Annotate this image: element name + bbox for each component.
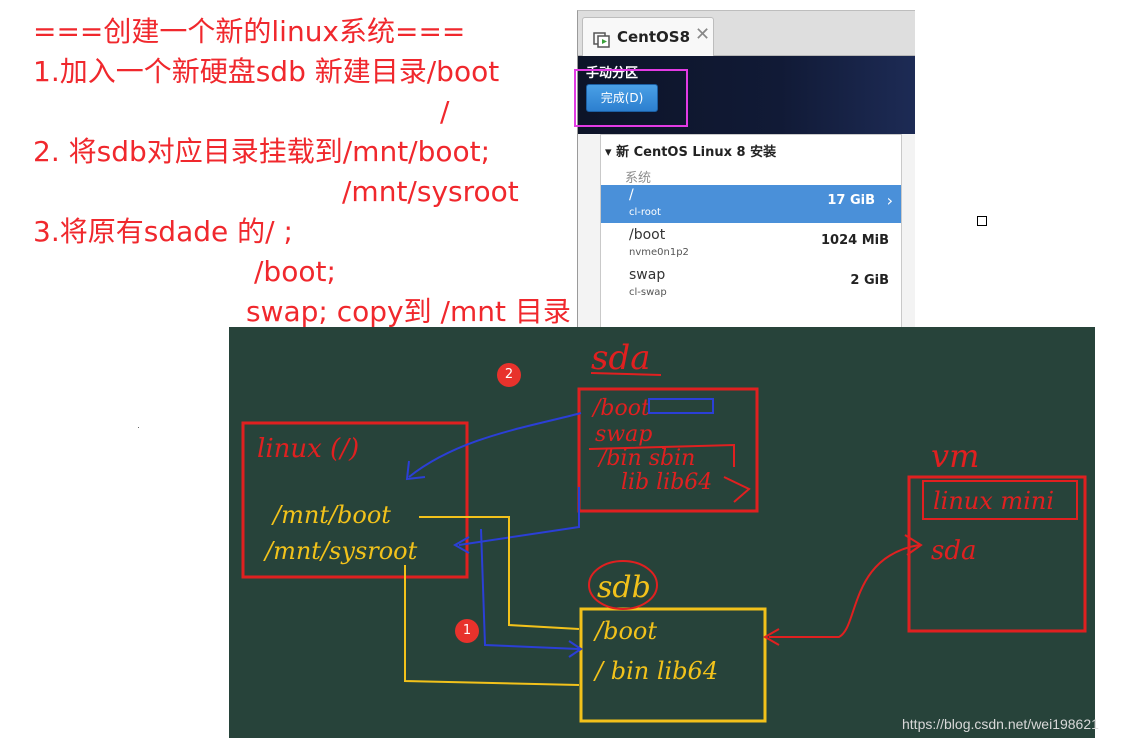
vm-sda-label: sda (931, 536, 977, 566)
section-label: 系统 (625, 171, 652, 186)
chevron-right-icon: › (886, 191, 893, 210)
partition-row-boot[interactable]: /boot nvme0n1p2 1024 MiB (601, 225, 901, 263)
chalkboard-diagram: sda /boot swap /bin sbin lib lib64 linux… (229, 327, 1095, 738)
vm-label: vm (931, 437, 979, 475)
sda-box (577, 387, 759, 513)
sda-label: sda (591, 338, 650, 378)
diagram-svg: sda /boot swap /bin sbin lib lib64 linux… (241, 338, 1087, 723)
tab-centos8[interactable]: CentOS8 ✕ (582, 17, 714, 56)
mnt-boot-label: /mnt/boot (271, 501, 391, 529)
tab-bar: CentOS8 ✕ (578, 11, 915, 56)
installer-panel: CentOS8 ✕ 手动分区 完成(D) ▾ 新 CentOS Linux 8 … (577, 10, 915, 329)
device-name: nvme0n1p2 (629, 247, 689, 258)
sda-item-swap: swap (595, 422, 652, 447)
sdb-item-bin: / bin lib64 (593, 657, 718, 685)
note-step2-sysroot: /mnt/sysroot (342, 175, 519, 208)
device-name: cl-swap (629, 287, 667, 298)
step-badge-1: 1 (455, 619, 479, 643)
mnt-sysroot-label: /mnt/sysroot (263, 537, 418, 565)
sda-item-bin: /bin sbin (597, 446, 695, 471)
sdb-item-boot: /boot (593, 617, 657, 645)
note-step1: 1.加入一个新硬盘sdb 新建目录/boot (33, 55, 500, 88)
mount-point: swap (629, 267, 666, 283)
partition-tree: ▾ 新 CentOS Linux 8 安装 系统 / cl-root 17 Gi… (600, 134, 902, 329)
resize-handle[interactable] (977, 216, 987, 226)
vm-linux-label: linux mini (933, 487, 1054, 515)
partition-row-swap[interactable]: swap cl-swap 2 GiB (601, 265, 901, 303)
sda-item-lib: lib lib64 (621, 470, 712, 495)
tree-title[interactable]: ▾ 新 CentOS Linux 8 安装 (605, 145, 777, 160)
partition-size: 2 GiB (850, 273, 889, 288)
linux-box (241, 421, 469, 579)
device-name: cl-root (629, 207, 661, 218)
partition-size: 17 GiB (827, 193, 875, 208)
sdb-label: sdb (597, 570, 651, 605)
step-badge-2: 2 (497, 363, 521, 387)
mount-point: / (629, 187, 634, 203)
watermark: https://blog.csdn.net/wei198621 (902, 716, 1099, 732)
note-title: ===创建一个新的linux系统=== (33, 15, 466, 48)
partition-row-root[interactable]: / cl-root 17 GiB › (601, 185, 901, 223)
mount-point: /boot (629, 227, 666, 243)
sdb-box (579, 607, 767, 723)
note-step3-boot: /boot; (254, 255, 336, 288)
note-step1-root: / (440, 95, 450, 128)
note-step2: 2. 将sdb对应目录挂载到/mnt/boot; (33, 135, 491, 168)
tab-label: CentOS8 (617, 28, 691, 46)
vm-icon (593, 32, 610, 48)
partition-size: 1024 MiB (820, 233, 889, 248)
note-step3-swap: swap; copy到 /mnt 目录 (246, 295, 571, 328)
sda-item-boot: /boot (591, 396, 650, 421)
highlight-box (574, 69, 688, 127)
done-button[interactable]: 完成(D) (586, 84, 658, 112)
stray-dot (138, 427, 139, 428)
close-icon[interactable]: ✕ (695, 24, 711, 45)
linux-label: linux (/) (257, 434, 359, 464)
note-step3: 3.将原有sdade 的/ ; (33, 215, 293, 248)
